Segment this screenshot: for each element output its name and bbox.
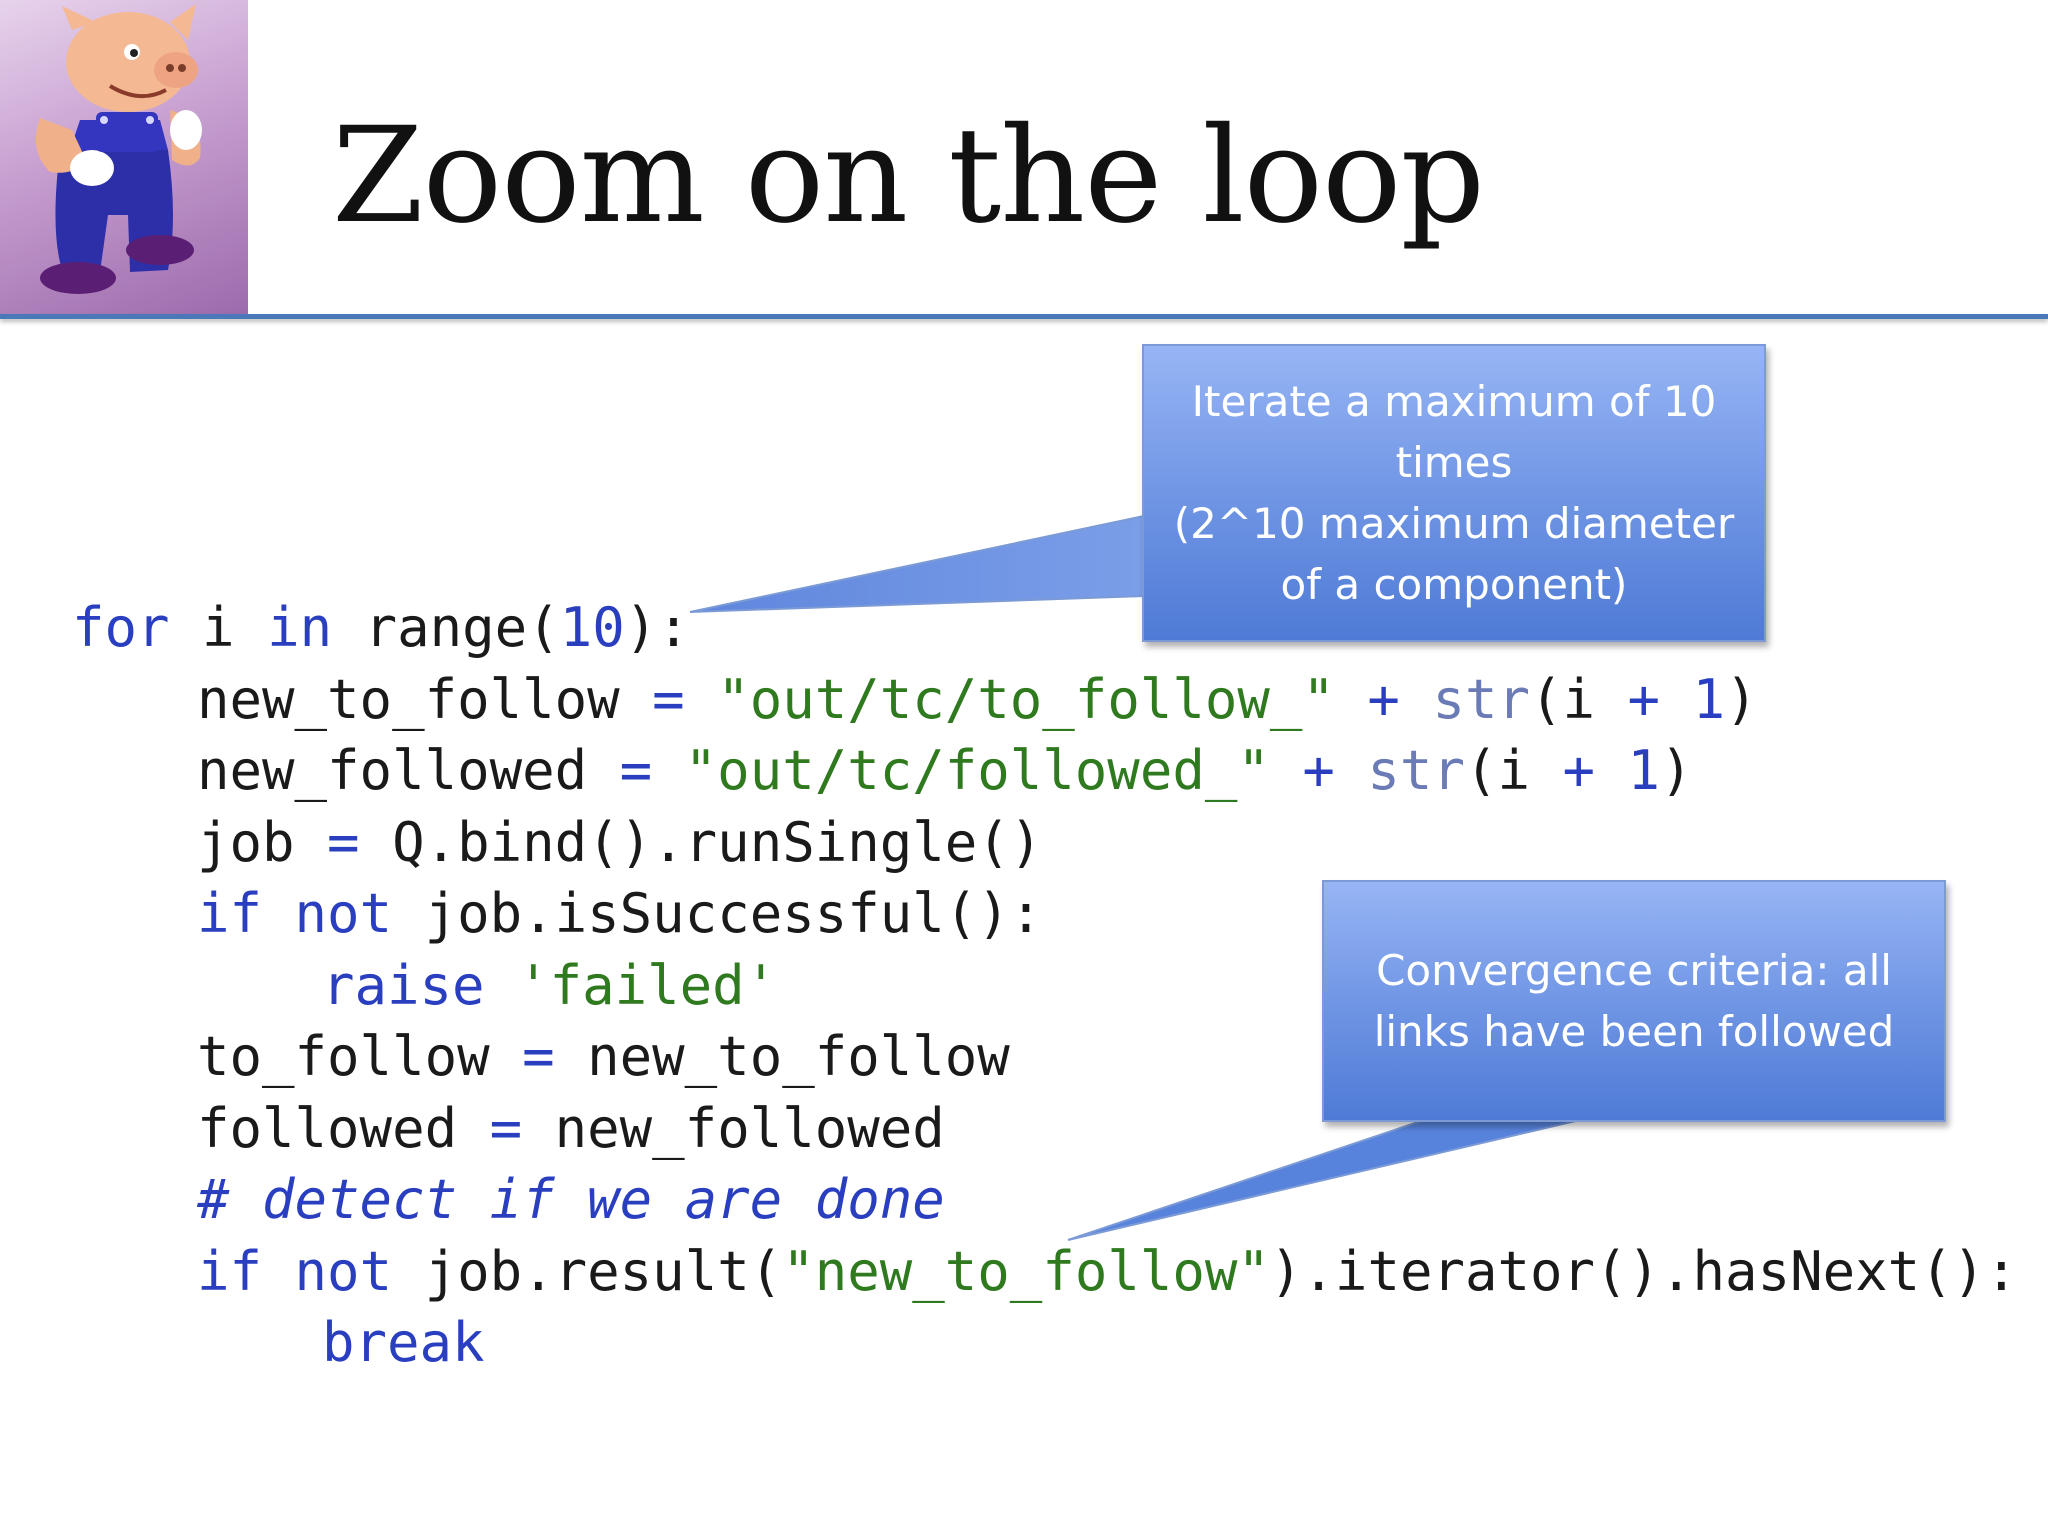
code-token xyxy=(1595,739,1628,802)
iterate-callout-line: (2^10 maximum diameter xyxy=(1173,499,1735,548)
code-token: = xyxy=(652,667,685,731)
code-token xyxy=(262,882,295,945)
code-token xyxy=(652,739,685,802)
code-token: if xyxy=(197,882,263,945)
code-line: to_follow = new_to_follow xyxy=(72,1021,2018,1093)
code-line: followed = new_followed xyxy=(72,1093,2018,1165)
code-token: 'failed' xyxy=(517,953,778,1017)
code-token: ) xyxy=(1725,667,1758,731)
code-token: str xyxy=(1367,739,1465,802)
code-line: raise 'failed' xyxy=(72,950,2018,1022)
code-token: (i xyxy=(1464,739,1563,802)
code-token: range( xyxy=(332,596,560,659)
code-token: new_followed xyxy=(522,1096,945,1160)
code-token: 10 xyxy=(559,596,625,659)
code-token xyxy=(1335,739,1368,802)
code-token: ): xyxy=(624,596,690,659)
code-token: if xyxy=(197,1239,263,1303)
iterate-callout-line: Iterate a maximum of 10 xyxy=(1191,377,1717,426)
code-token: to_follow xyxy=(197,1025,523,1088)
code-token: job.isSuccessful(): xyxy=(392,882,1043,945)
code-token: ).iterator().hasNext(): xyxy=(1269,1239,2018,1303)
code-token: new_followed xyxy=(197,739,620,802)
code-token: i xyxy=(169,596,268,659)
code-line: break xyxy=(72,1307,2018,1379)
code-token: # detect if we are done xyxy=(197,1168,945,1231)
convergence-callout: Convergence criteria: all links have bee… xyxy=(1322,880,1946,1122)
code-token: = xyxy=(619,739,653,802)
code-token: + xyxy=(1562,739,1596,802)
code-line: for i in range(10): xyxy=(72,592,2018,664)
code-token: = xyxy=(327,810,360,874)
code-line: # detect if we are done xyxy=(72,1164,2018,1236)
iterate-callout-line: of a component) xyxy=(1280,560,1628,609)
code-token: + xyxy=(1302,739,1335,802)
code-token xyxy=(1660,668,1693,731)
code-token: = xyxy=(489,1096,523,1160)
code-line: new_followed = "out/tc/followed_" + str(… xyxy=(72,735,2018,807)
code-line: job = Q.bind().runSingle() xyxy=(72,807,2018,879)
slide-title-text: Zoom on the loop xyxy=(331,99,1485,253)
code-token: 1 xyxy=(1692,667,1726,731)
code-token: Q.bind().runSingle() xyxy=(359,810,1043,874)
convergence-callout-line: links have been followed xyxy=(1373,1007,1895,1056)
code-token: raise xyxy=(322,953,485,1017)
code-line: if not job.isSuccessful(): xyxy=(72,878,2018,950)
code-block: for i in range(10):new_to_follow = "out/… xyxy=(72,592,2018,1379)
code-token: for xyxy=(72,596,170,659)
iterate-callout-line: times xyxy=(1395,438,1513,487)
code-token: job.result( xyxy=(392,1239,783,1303)
code-token: job xyxy=(197,810,328,874)
code-token: 1 xyxy=(1627,739,1661,802)
code-token: = xyxy=(522,1025,555,1088)
convergence-callout-line: Convergence criteria: all xyxy=(1376,946,1892,995)
code-token: str xyxy=(1432,667,1530,731)
code-token: (i xyxy=(1530,667,1628,731)
code-token: new_to_follow xyxy=(197,667,653,731)
code-token: break xyxy=(322,1311,485,1374)
code-token: + xyxy=(1367,667,1400,731)
code-token xyxy=(262,1240,295,1303)
code-token: "new_to_follow" xyxy=(782,1239,1270,1303)
code-token xyxy=(1270,739,1303,802)
code-token: new_to_follow xyxy=(554,1025,1010,1088)
code-token: "out/tc/to_follow_" xyxy=(717,667,1335,731)
code-token: not xyxy=(294,1239,393,1303)
pig-mascot-icon xyxy=(35,4,202,294)
code-token xyxy=(485,954,518,1017)
code-line: new_to_follow = "out/tc/to_follow_" + st… xyxy=(72,664,2018,736)
code-token: in xyxy=(267,596,333,659)
iterate-callout: Iterate a maximum of 10 times (2^10 maxi… xyxy=(1142,344,1766,642)
code-token: followed xyxy=(197,1096,490,1160)
code-token xyxy=(1335,668,1368,731)
code-token: not xyxy=(294,882,393,945)
code-token xyxy=(1400,668,1433,731)
code-token xyxy=(685,668,718,731)
title-divider xyxy=(0,314,2048,319)
code-line: if not job.result("new_to_follow").itera… xyxy=(72,1236,2018,1308)
pig-mascot-logo xyxy=(0,0,248,316)
code-token: + xyxy=(1627,667,1661,731)
code-token: ) xyxy=(1660,739,1693,802)
code-token: "out/tc/followed_" xyxy=(684,739,1270,802)
slide-title: Zoom on the loop xyxy=(248,110,2048,242)
